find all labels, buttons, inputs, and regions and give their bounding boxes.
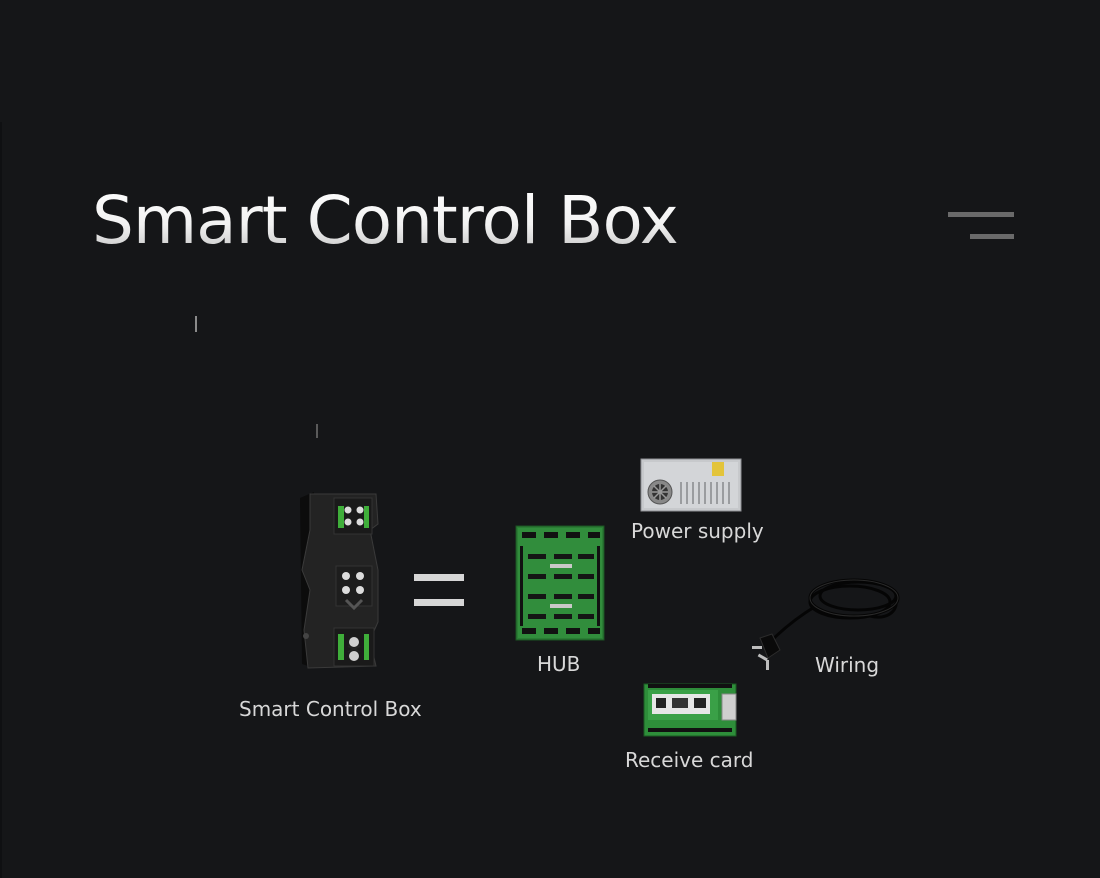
wiring-image — [746, 572, 904, 672]
power-supply-image — [640, 458, 742, 512]
menu-button[interactable] — [946, 206, 1016, 246]
receive-card-label: Receive card — [625, 748, 754, 772]
wiring-label: Wiring — [815, 653, 880, 677]
page-title: Smart Control Box — [92, 182, 679, 259]
left-edge-divider — [0, 122, 2, 878]
equals-icon-line-bottom — [414, 599, 464, 606]
decorative-tick — [195, 316, 197, 332]
smart-control-box-image — [294, 490, 386, 672]
decorative-tick — [316, 424, 318, 438]
smart-control-box-label: Smart Control Box — [239, 697, 422, 721]
power-supply-label: Power supply — [631, 519, 764, 543]
hub-board-image — [514, 524, 606, 642]
equals-icon-line-top — [414, 574, 464, 581]
hub-label: HUB — [537, 652, 581, 676]
menu-icon-bar-top — [948, 212, 1014, 217]
equals-icon — [414, 574, 466, 610]
receive-card-image — [642, 680, 738, 740]
menu-icon-bar-bottom — [970, 234, 1014, 239]
